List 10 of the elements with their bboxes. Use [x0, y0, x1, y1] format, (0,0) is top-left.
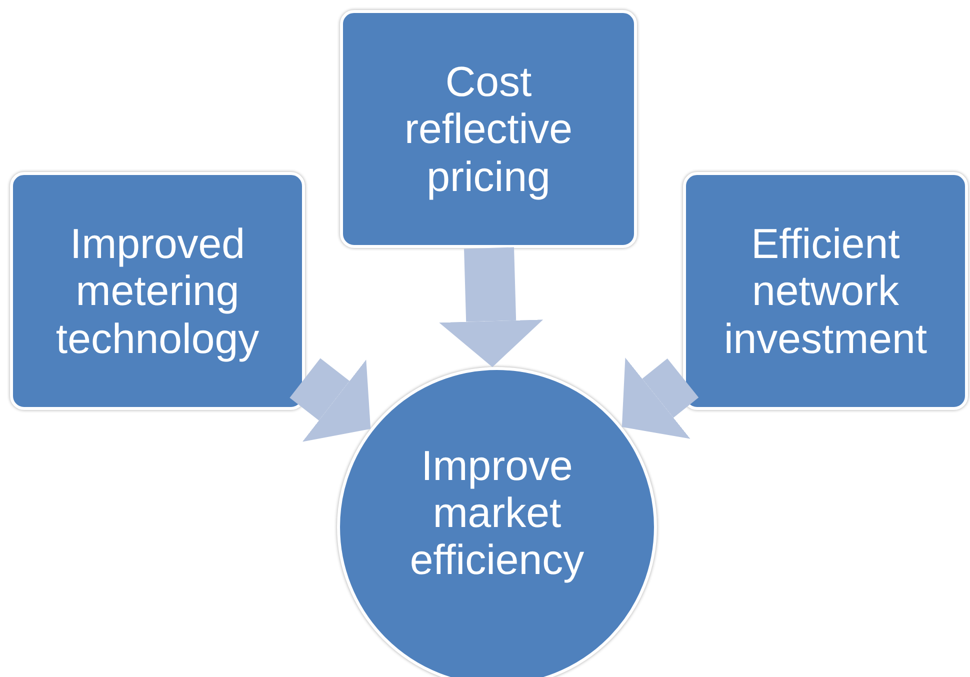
node-label: Improve market efficiency	[408, 442, 586, 584]
node-label: Improved metering technology	[54, 220, 260, 362]
node-label: Cost reflective pricing	[403, 58, 574, 200]
block-arrow	[622, 358, 699, 439]
process-box	[10, 172, 305, 410]
process-box	[683, 172, 968, 410]
block-arrow	[439, 247, 544, 368]
block-arrow	[290, 358, 371, 442]
node-label: Efficient network investment	[722, 220, 928, 362]
process-box	[340, 10, 637, 248]
